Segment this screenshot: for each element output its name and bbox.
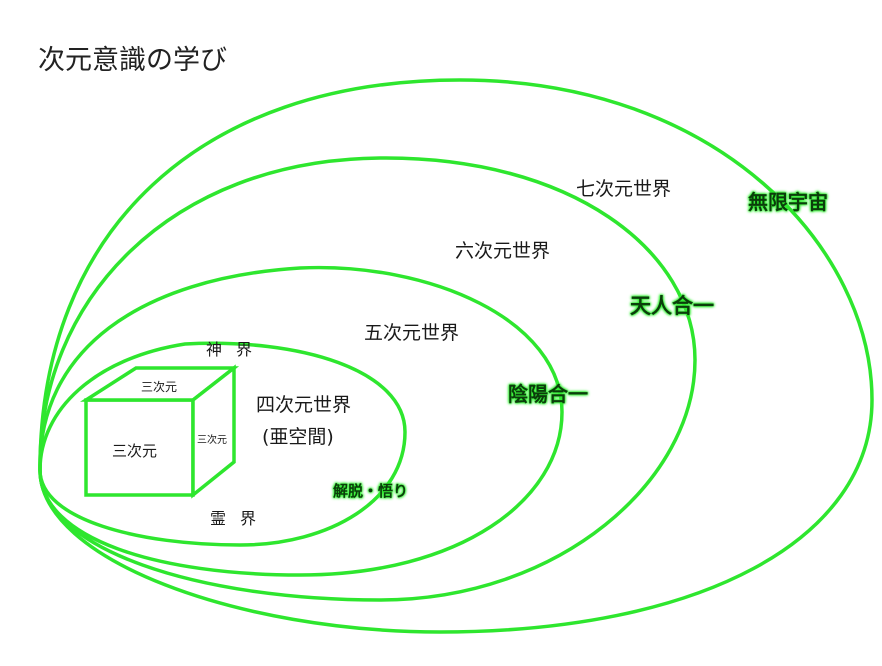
- label-seventh-dimension: 七次元世界: [576, 178, 672, 200]
- cube-side-face: [191, 364, 236, 499]
- label-sixth-dimension: 六次元世界: [455, 240, 551, 262]
- cube-side-label: 三次元: [197, 435, 227, 446]
- ring-fourth-dimension: [38, 341, 407, 547]
- label-infinite-universe: 無限宇宙: [748, 190, 828, 214]
- cube-front-label: 三次元: [112, 442, 158, 460]
- ring-fifth-dimension: [38, 265, 564, 577]
- label-liberation: 解脱・悟り: [333, 482, 409, 500]
- label-fourth-dimension-sub: (亜空間): [262, 426, 334, 448]
- ring-sixth-dimension: [38, 156, 697, 602]
- ring-seventh-dimension: [38, 78, 874, 634]
- label-heaven-human-unity: 天人合一: [630, 294, 714, 318]
- page-title: 次元意識の学び: [38, 45, 227, 76]
- label-spirit-realm: 霊界: [210, 509, 271, 528]
- cube-top-label: 三次元: [141, 380, 178, 394]
- label-fourth-dimension: 四次元世界: [256, 394, 352, 416]
- label-yin-yang-unity: 陰陽合一: [508, 382, 588, 406]
- label-fifth-dimension: 五次元世界: [364, 322, 460, 344]
- label-divine-realm: 神界: [206, 340, 267, 359]
